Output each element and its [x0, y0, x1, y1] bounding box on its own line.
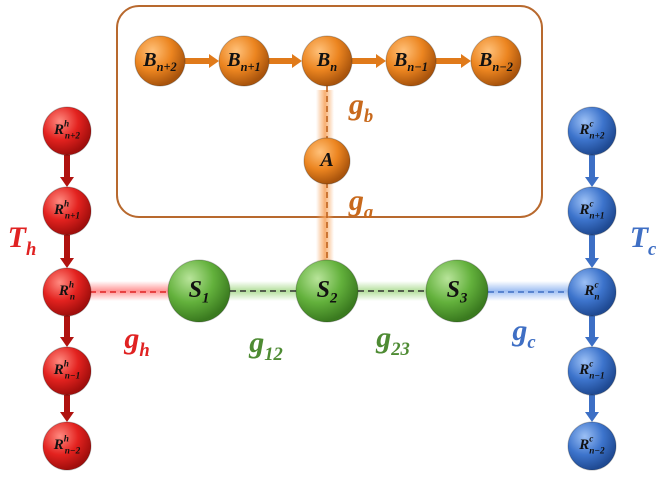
- cold-node-0-circle: [567, 106, 617, 156]
- bath-node-2-circle: [301, 35, 353, 87]
- system-node-s2-circle: [295, 259, 359, 323]
- ancilla-node-a-circle: [303, 137, 351, 185]
- system-node-s1-circle: [167, 259, 231, 323]
- coupling-glow-23: [345, 281, 445, 301]
- cold-arrow-2-head: [585, 337, 599, 347]
- hot-chain-arrows: [60, 155, 74, 422]
- bath-arrow-1-head: [292, 54, 302, 68]
- ancilla-node-a-label: A: [318, 149, 333, 171]
- system-node-s2: S2: [295, 259, 359, 323]
- cold-node-1-circle: [567, 186, 617, 236]
- hot-node-0-circle: [42, 106, 92, 156]
- hot-arrow-1-head: [60, 258, 74, 268]
- coupling-gh-label: gh: [123, 322, 149, 361]
- hot-node-1-circle: [42, 186, 92, 236]
- bath-node-4: Bn−2: [470, 35, 522, 87]
- coupling-ga-label: ga: [348, 184, 373, 223]
- bath-node-1-circle: [218, 35, 270, 87]
- bath-node-4-circle: [470, 35, 522, 87]
- cold-arrow-0-head: [585, 177, 599, 187]
- coupling-g23-label: g23: [375, 321, 410, 360]
- bath-node-4-label: Bn−2: [478, 49, 513, 74]
- ancilla-node-a: A: [303, 137, 351, 185]
- cold-chain-arrows: [585, 155, 599, 422]
- hot-arrow-0-head: [60, 177, 74, 187]
- temperature-hot-label: Th: [8, 221, 37, 260]
- system-node-s3: S3: [425, 259, 489, 323]
- system-node-s3-label: S3: [447, 277, 468, 308]
- bath-node-2: Bn: [301, 35, 353, 87]
- bath-node-3: Bn−1: [385, 35, 437, 87]
- bath-node-1-label: Bn+1: [226, 49, 261, 74]
- bath-node-1: Bn+1: [218, 35, 270, 87]
- hot-node-2-circle: [42, 267, 92, 317]
- coupling-gc-label: gc: [511, 314, 535, 353]
- bath-node-0: Bn+2: [134, 35, 186, 87]
- system-node-s1: S1: [167, 259, 231, 323]
- hot-node-3-circle: [42, 346, 92, 396]
- bath-node-2-label: Bn: [316, 49, 337, 74]
- bath-node-3-label: Bn−1: [393, 49, 428, 74]
- bath-node-0-label: Bn+2: [142, 49, 177, 74]
- system-node-s3-circle: [425, 259, 489, 323]
- temperature-cold-label: Tc: [630, 221, 657, 260]
- coupling-glow-c: [470, 281, 580, 301]
- cold-node-2-circle: [567, 267, 617, 317]
- bath-arrows: [185, 54, 471, 68]
- hot-arrow-3-head: [60, 412, 74, 422]
- cold-arrow-3-head: [585, 412, 599, 422]
- bath-node-3-circle: [385, 35, 437, 87]
- hot-node-4-circle: [42, 421, 92, 471]
- coupling-g12-label: g12: [248, 326, 283, 365]
- cold-node-4-circle: [567, 421, 617, 471]
- coupling-gb-label: gb: [348, 88, 373, 127]
- cold-arrow-1-head: [585, 258, 599, 268]
- cold-node-3-circle: [567, 346, 617, 396]
- bath-arrow-0-head: [209, 54, 219, 68]
- coupling-labels: Th Tc gh gc g12 g23 ga gb: [8, 88, 657, 365]
- system-node-s1-label: S1: [189, 277, 210, 308]
- bath-arrow-3-head: [461, 54, 471, 68]
- bath-node-0-circle: [134, 35, 186, 87]
- coupling-glow-h: [84, 281, 194, 301]
- hot-arrow-2-head: [60, 337, 74, 347]
- bath-arrow-2-head: [376, 54, 386, 68]
- system-node-s2-label: S2: [317, 277, 338, 308]
